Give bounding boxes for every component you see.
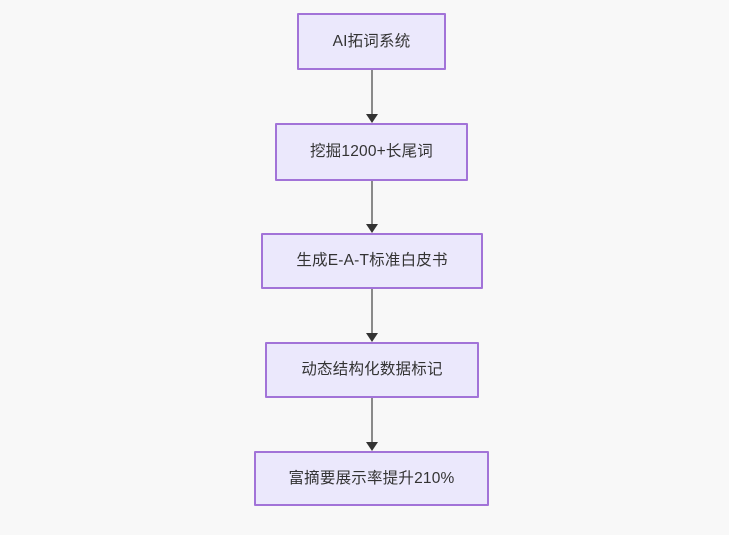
edge-line (370, 289, 373, 333)
flowchart-node-n2[interactable]: 挖掘1200+长尾词 (275, 123, 468, 181)
flowchart-node-label: 挖掘1200+长尾词 (309, 143, 434, 161)
flowchart-edge-n1-n2 (365, 70, 378, 123)
arrowhead-down-icon (365, 442, 378, 451)
arrowhead-down-icon (365, 114, 378, 123)
flowchart-node-n4[interactable]: 动态结构化数据标记 (265, 342, 479, 398)
flowchart-node-n1[interactable]: AI拓词系统 (297, 13, 446, 70)
edge-line (370, 70, 373, 114)
flowchart-node-label: 生成E-A-T标准白皮书 (296, 252, 448, 270)
flowchart-edge-n3-n4 (365, 289, 378, 342)
flowchart-node-label: AI拓词系统 (332, 32, 411, 50)
flowchart-node-n3[interactable]: 生成E-A-T标准白皮书 (261, 233, 483, 289)
flowchart-node-label: 富摘要展示率提升210% (288, 469, 455, 487)
arrowhead-down-icon (365, 224, 378, 233)
edge-line (370, 398, 373, 442)
flowchart-edge-n2-n3 (365, 181, 378, 233)
flowchart-node-n5[interactable]: 富摘要展示率提升210% (254, 451, 489, 506)
flowchart-edge-n4-n5 (365, 398, 378, 451)
edge-line (370, 181, 373, 224)
arrowhead-down-icon (365, 333, 378, 342)
flowchart-node-label: 动态结构化数据标记 (301, 361, 443, 379)
